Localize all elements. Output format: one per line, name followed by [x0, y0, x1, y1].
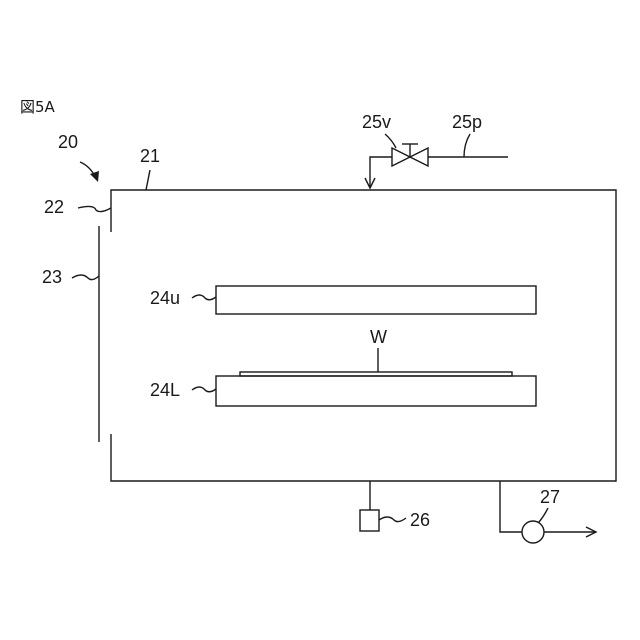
- pipe-leader: [464, 134, 470, 157]
- upper-plate: [216, 286, 536, 314]
- label-pump: 27: [540, 487, 560, 507]
- apparatus-arrowhead: [90, 171, 99, 182]
- valve-leader: [385, 134, 396, 148]
- opening-leader: [78, 206, 111, 211]
- shutter-leader: [72, 275, 99, 280]
- lower-plate: [216, 376, 536, 406]
- label-opening: 22: [44, 197, 64, 217]
- sensor-leader: [379, 517, 406, 522]
- supply-pipe-inlet: [370, 157, 392, 188]
- label-lower-plate: 24L: [150, 380, 180, 400]
- figure-title: 図5A: [20, 98, 56, 116]
- label-chamber: 21: [140, 146, 160, 166]
- label-upper-plate: 24u: [150, 288, 180, 308]
- label-shutter: 23: [42, 267, 62, 287]
- label-sensor: 26: [410, 510, 430, 530]
- chamber-leader: [146, 170, 150, 190]
- lower-plate-leader: [192, 387, 216, 392]
- pump-leader: [539, 508, 548, 522]
- label-valve: 25v: [362, 112, 391, 132]
- chamber-wall: [111, 190, 616, 481]
- label-pipe: 25p: [452, 112, 482, 132]
- label-apparatus: 20: [58, 132, 78, 152]
- exhaust-line: [500, 481, 522, 532]
- sensor-box: [360, 510, 379, 531]
- label-wafer: W: [370, 327, 387, 347]
- upper-plate-leader: [192, 295, 216, 300]
- pump: [522, 521, 544, 543]
